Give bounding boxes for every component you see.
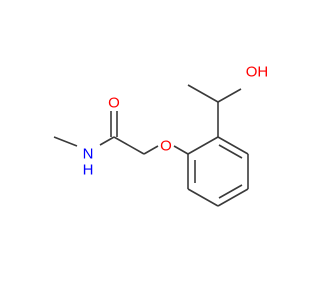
ring-double-bond-c1-c2 [218, 144, 243, 159]
amide-hydrogen-label: H [83, 162, 94, 179]
ring-bond-c3-c4 [217, 188, 249, 207]
ring-double-bond-c3-c4 [218, 184, 243, 199]
bond-ether-o-to-ch2 [143, 145, 159, 155]
amide-nitrogen-label: N [83, 146, 94, 163]
acetamide-chain [53, 111, 189, 155]
bond-ring-to-ether-o [173, 145, 189, 155]
bond-ch2-to-carbonyl-c [113, 136, 145, 155]
bond-n-to-methyl [53, 136, 78, 147]
benzene-ring [187, 136, 249, 207]
bond-chiral-carbon-to-oh [217, 88, 242, 103]
carbonyl-oxygen-label: O [108, 95, 120, 112]
hydroxyethyl-group [187, 84, 242, 137]
ring-bond-c6-c1 [187, 136, 219, 155]
ring-bond-c4-c5 [187, 188, 219, 207]
molecule-structure-diagram: OH O O N H [53, 64, 269, 207]
bond-carbonyl-c-to-n [99, 136, 115, 146]
ether-oxygen-label: O [160, 138, 172, 155]
hydroxyl-label: OH [246, 64, 269, 81]
bond-chiral-carbon-to-methyl [187, 84, 219, 103]
ring-bond-c1-c2 [217, 136, 249, 155]
